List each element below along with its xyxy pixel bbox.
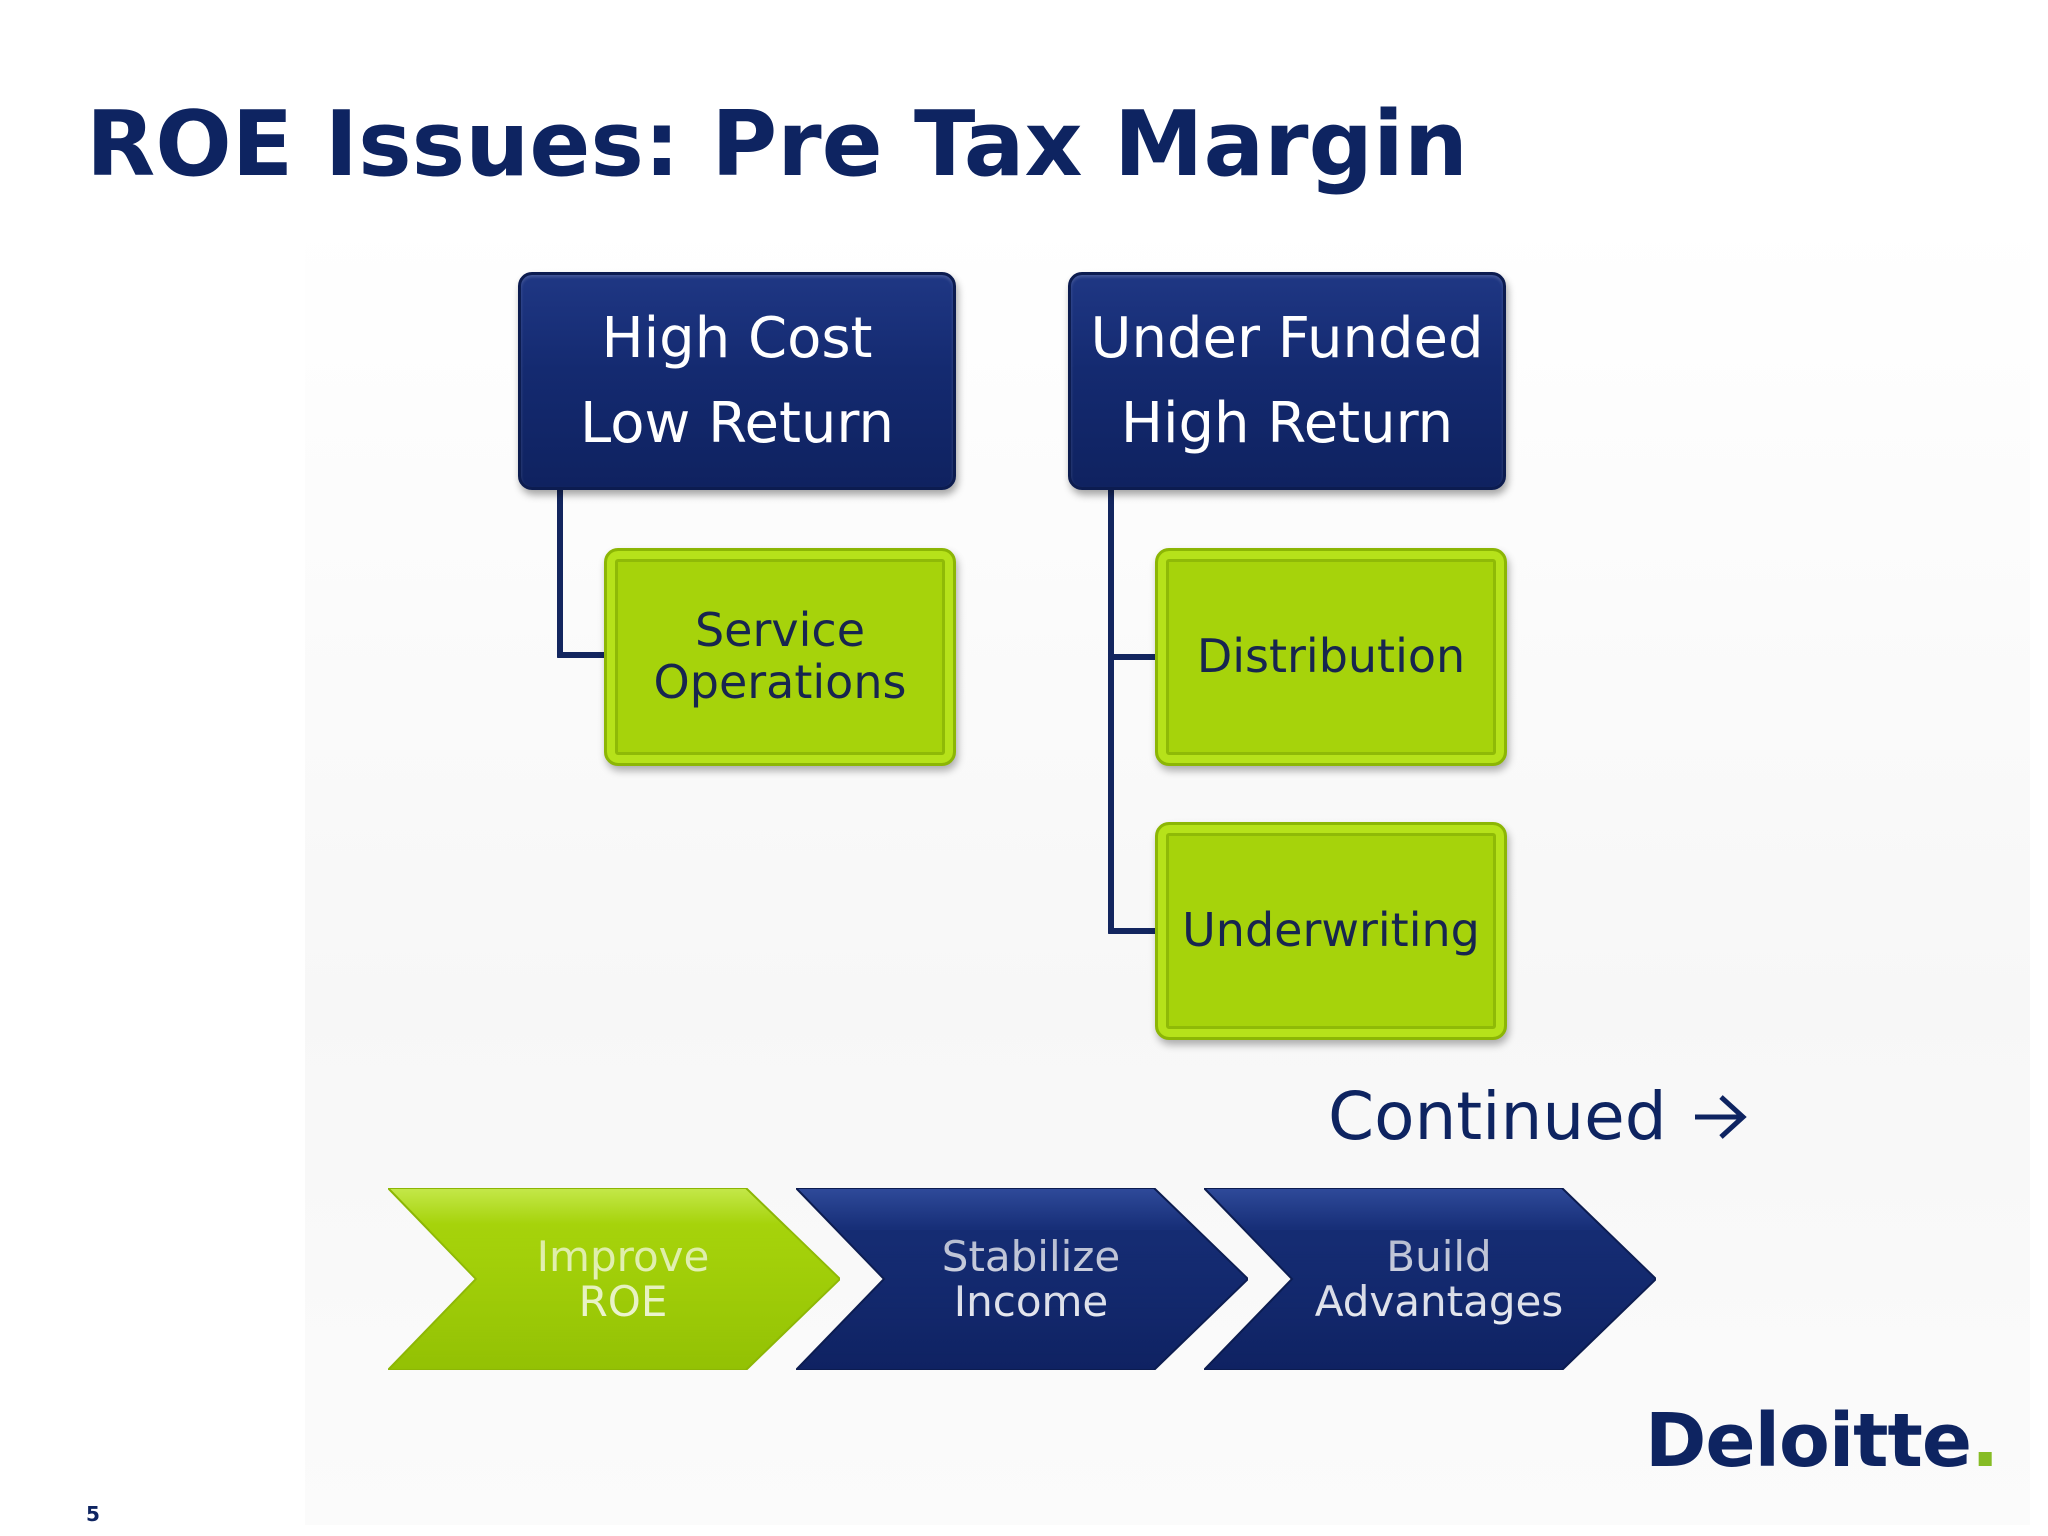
issue-box-under-funded-high-return: Under Funded High Return bbox=[1068, 272, 1506, 490]
area-box-line: Underwriting bbox=[1182, 903, 1480, 958]
chevron-shape bbox=[796, 1188, 1248, 1370]
connector-line bbox=[557, 652, 607, 658]
issue-box-line: Under Funded bbox=[1090, 305, 1484, 371]
chevron-reflection bbox=[1204, 1230, 1656, 1370]
issue-box-line: High Return bbox=[1120, 391, 1454, 456]
page-number: 5 bbox=[86, 1502, 100, 1526]
area-box-distribution: Distribution bbox=[1155, 548, 1507, 766]
connector-line bbox=[1108, 654, 1158, 660]
issue-box-line: High Cost bbox=[601, 305, 873, 371]
area-box-underwriting: Underwriting bbox=[1155, 822, 1507, 1040]
connector-line bbox=[1108, 928, 1158, 934]
area-box-line: Service bbox=[694, 603, 865, 658]
chevron-reflection bbox=[796, 1230, 1248, 1370]
connector-line bbox=[1108, 488, 1114, 934]
right-arrow-icon bbox=[1694, 1094, 1747, 1139]
chevron-reflection bbox=[388, 1230, 840, 1370]
continued-link[interactable]: Continued bbox=[1328, 1078, 1749, 1155]
deloitte-logo: Deloitte. bbox=[1645, 1398, 1999, 1484]
chevron-shape bbox=[388, 1188, 840, 1370]
issue-box-line: Low Return bbox=[580, 391, 894, 456]
connector-line bbox=[557, 488, 563, 658]
area-box-service-operations: Service Operations bbox=[604, 548, 956, 766]
process-step-label: Build Advantages bbox=[1264, 1234, 1614, 1325]
slide-title: ROE Issues: Pre Tax Margin bbox=[86, 92, 1468, 197]
area-box-line: Operations bbox=[653, 655, 907, 709]
chevron-shape bbox=[1204, 1188, 1656, 1370]
process-step-label: Improve ROE bbox=[448, 1234, 798, 1325]
area-box-line: Distribution bbox=[1196, 629, 1466, 684]
process-step-stabilize-income: Stabilize Income bbox=[796, 1188, 1248, 1370]
process-step-improve-roe: Improve ROE bbox=[388, 1188, 840, 1370]
continued-label: Continued bbox=[1328, 1078, 1667, 1155]
process-step-label: Stabilize Income bbox=[856, 1234, 1206, 1325]
issue-box-high-cost-low-return: High Cost Low Return bbox=[518, 272, 956, 490]
process-step-build-advantages: Build Advantages bbox=[1204, 1188, 1656, 1370]
logo-dot: . bbox=[1971, 1398, 1999, 1484]
